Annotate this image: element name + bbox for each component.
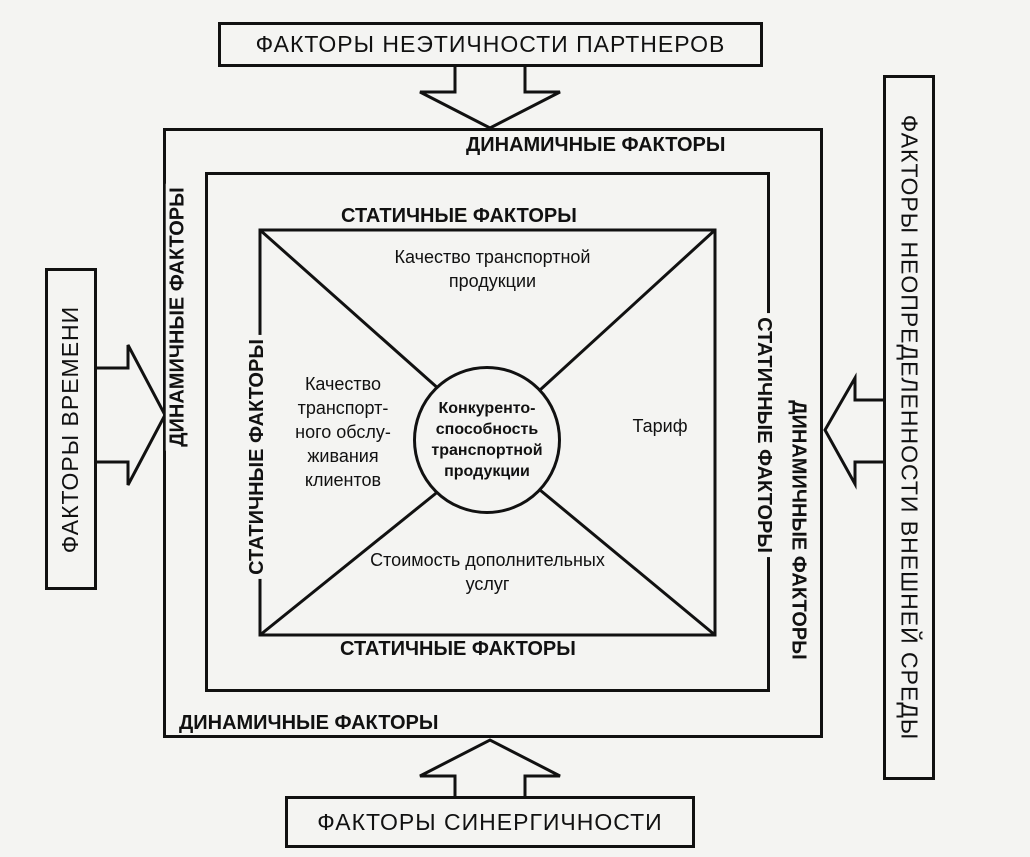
inner-right-text: Тариф: [632, 416, 688, 436]
center-text: Конкуренто-способность транспортной прод…: [431, 400, 543, 480]
inner-top-text: Качество транспортной продукции: [394, 247, 591, 291]
diagonal-tr: [538, 228, 717, 392]
bottom-arrow: [419, 738, 561, 800]
dynamic-right-label: ДИНАМИЧНЫЕ ФАКТОРЫ: [786, 396, 811, 664]
dynamic-left-label: ДИНАМИЧНЫЕ ФАКТОРЫ: [165, 183, 190, 451]
outer-bottom-label: ФАКТОРЫ СИНЕРГИЧНОСТИ: [317, 808, 663, 835]
diagonal-br: [539, 488, 716, 637]
center-circle: Конкуренто-способность транспортной прод…: [413, 366, 561, 514]
inner-left-text: Качество транспорт-ного обслу-живания кл…: [295, 374, 391, 490]
dynamic-factors-frame: [163, 128, 823, 738]
diagonal-tl: [259, 228, 441, 392]
dynamic-top-label: ДИНАМИЧНЫЕ ФАКТОРЫ: [462, 134, 730, 156]
inner-bottom-text: Стоимость дополнительных услуг: [370, 550, 605, 594]
outer-left-box: ФАКТОРЫ ВРЕМЕНИ: [45, 268, 97, 590]
static-right-label: СТАТИЧНЫЕ ФАКТОРЫ: [751, 313, 776, 557]
static-top-label: СТАТИЧНЫЕ ФАКТОРЫ: [337, 205, 581, 227]
outer-right-label: ФАКТОРЫ НЕОПРЕДЕЛЕННОСТИ ВНЕШНЕЙ СРЕДЫ: [896, 114, 923, 741]
top-arrow: [419, 60, 561, 130]
static-bottom-label: СТАТИЧНЫЕ ФАКТОРЫ: [336, 638, 580, 660]
outer-right-box: ФАКТОРЫ НЕОПРЕДЕЛЕННОСТИ ВНЕШНЕЙ СРЕДЫ: [883, 75, 935, 780]
static-left-label: СТАТИЧНЫЕ ФАКТОРЫ: [244, 335, 269, 579]
outer-top-label: ФАКТОРЫ НЕЭТИЧНОСТИ ПАРТНЕРОВ: [255, 31, 726, 57]
left-arrow: [93, 344, 167, 486]
outer-top-box: ФАКТОРЫ НЕЭТИЧНОСТИ ПАРТНЕРОВ: [218, 22, 763, 67]
outer-left-label: ФАКТОРЫ ВРЕМЕНИ: [57, 305, 84, 553]
outer-bottom-box: ФАКТОРЫ СИНЕРГИЧНОСТИ: [285, 796, 695, 848]
dynamic-bottom-label: ДИНАМИЧНЫЕ ФАКТОРЫ: [175, 712, 443, 734]
right-arrow: [823, 372, 887, 490]
diagonal-bl: [259, 488, 441, 637]
